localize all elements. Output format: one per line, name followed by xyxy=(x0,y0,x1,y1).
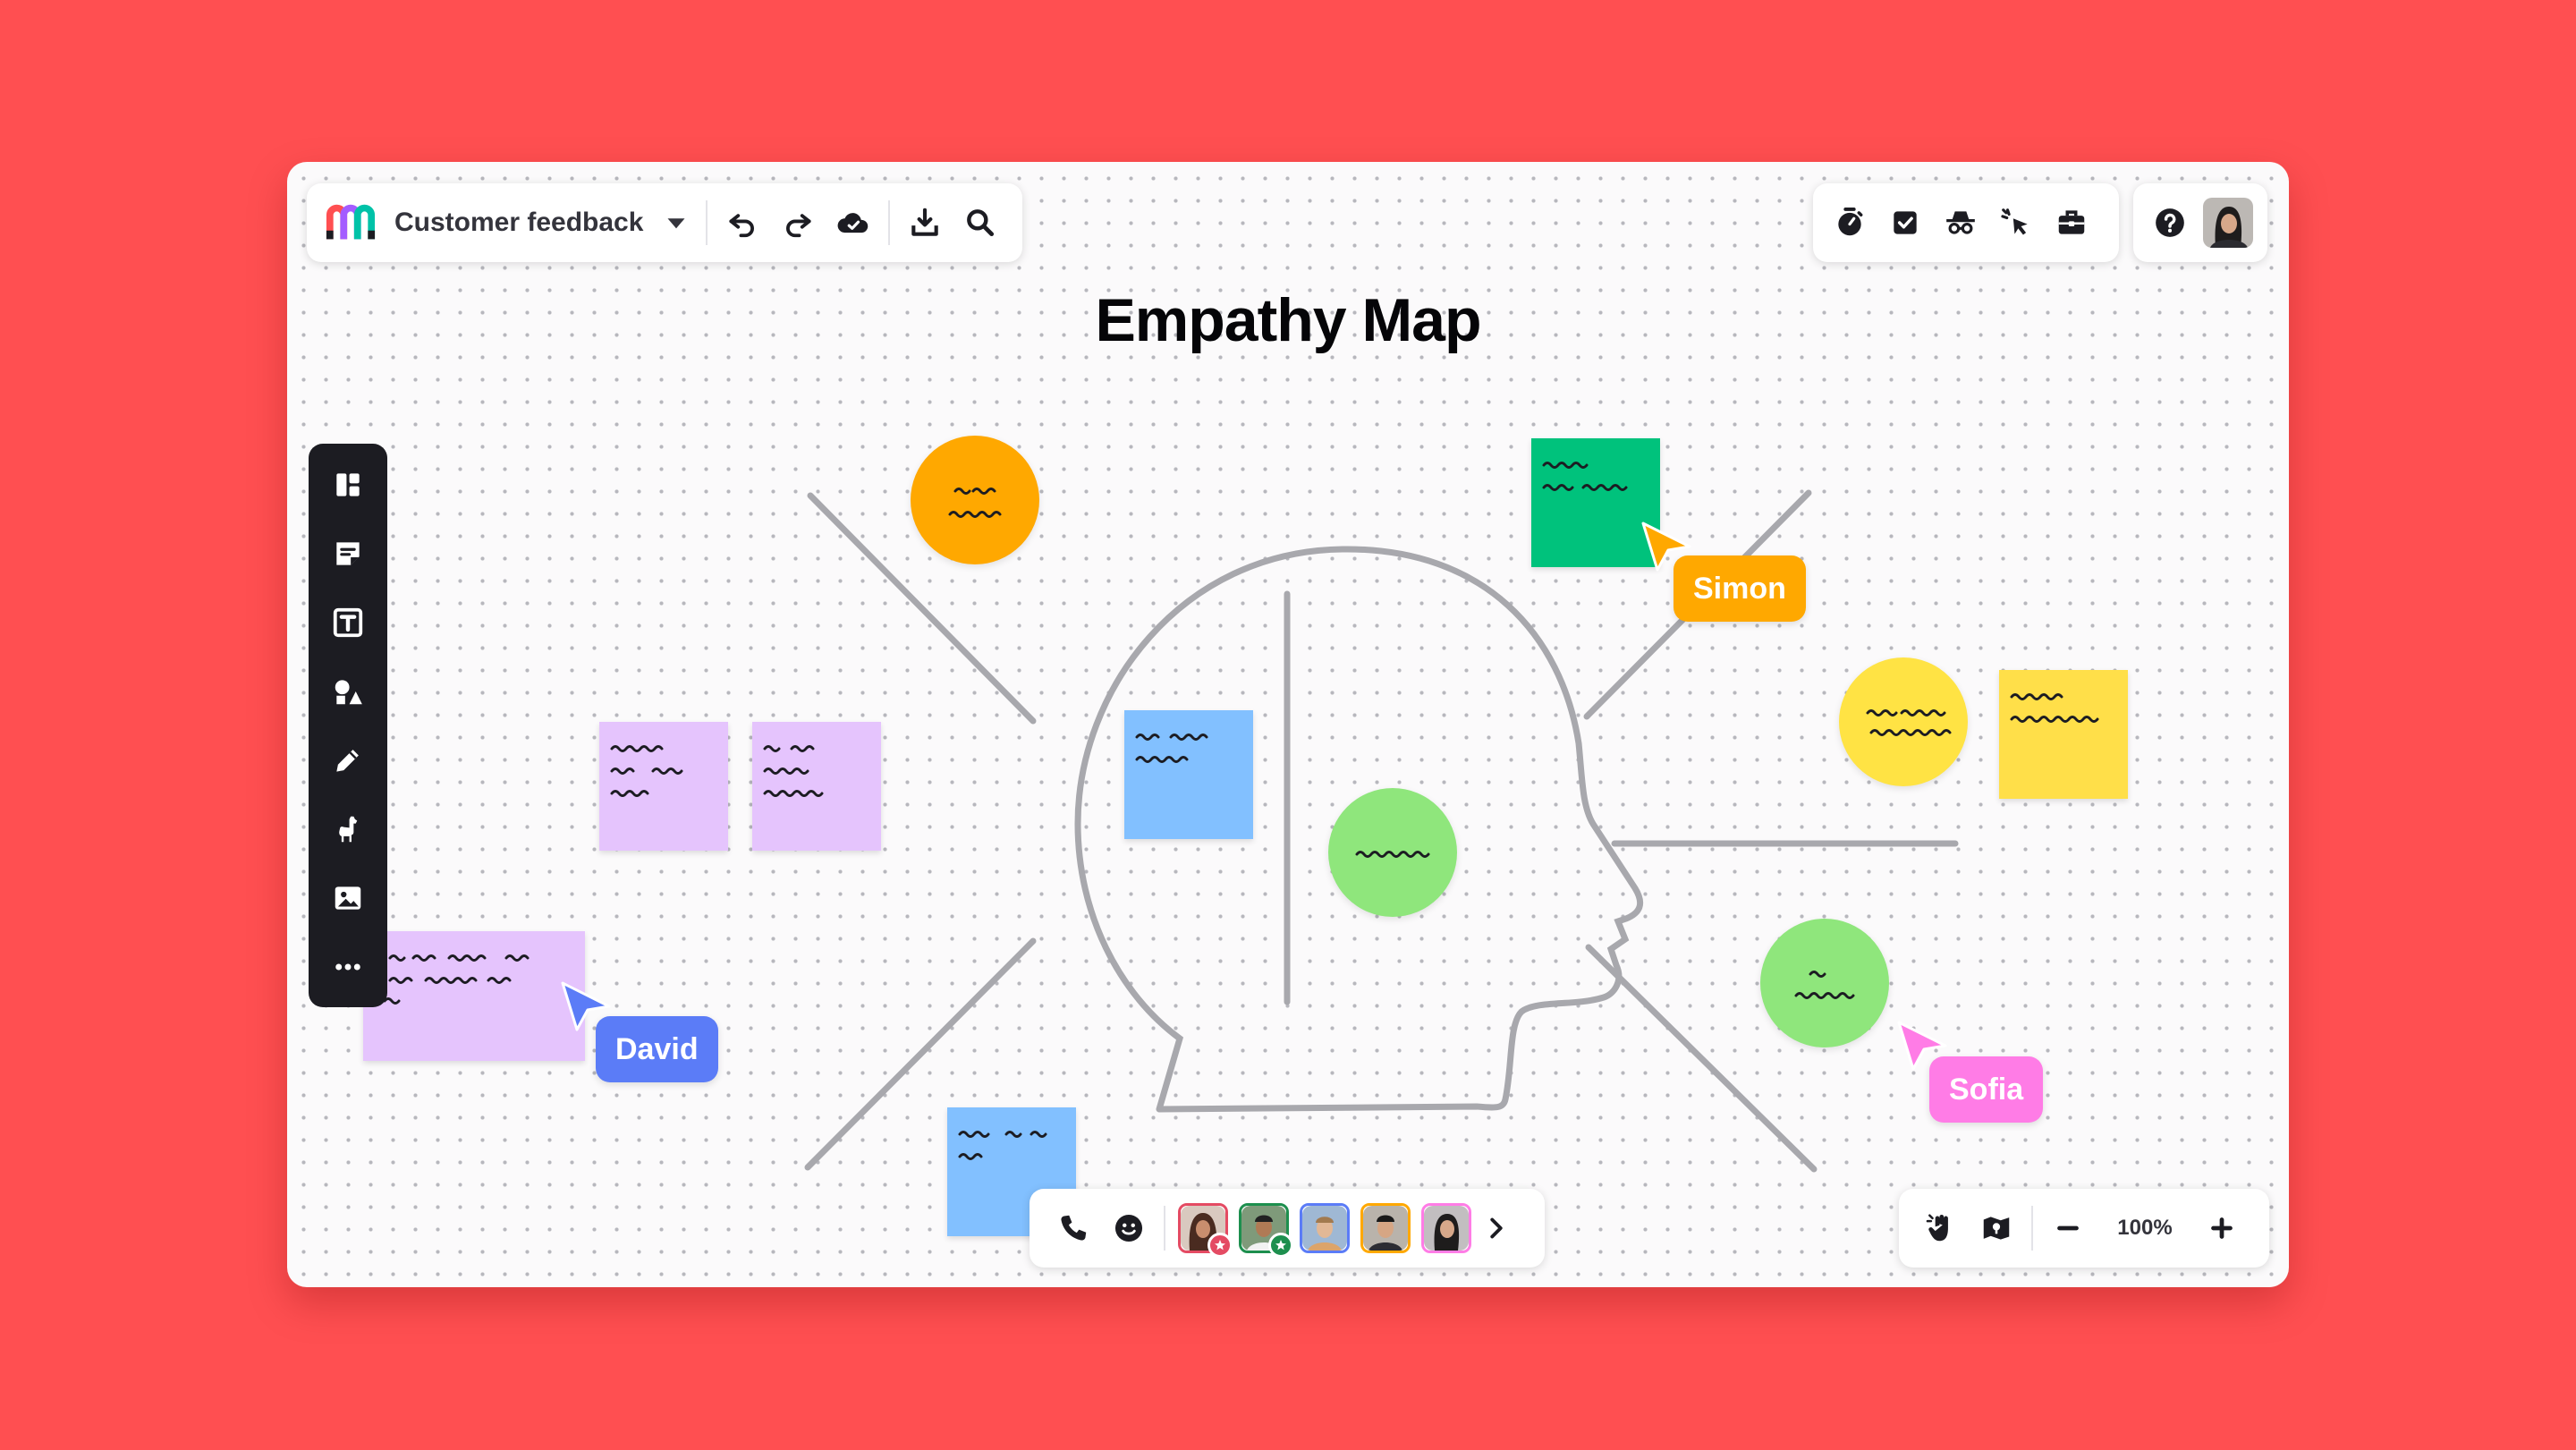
export-icon[interactable] xyxy=(897,195,953,250)
redo-icon[interactable] xyxy=(770,195,826,250)
text-icon[interactable] xyxy=(319,594,377,650)
collaboration-bar xyxy=(1030,1189,1545,1268)
cursor-label-simon: Simon xyxy=(1674,555,1806,622)
facilitation-toolbar xyxy=(1813,183,2119,262)
facilitator-star-icon xyxy=(1268,1233,1293,1258)
toolbox-icon[interactable] xyxy=(2044,195,2099,250)
creation-toolbar xyxy=(309,444,387,1007)
divider xyxy=(1164,1206,1165,1251)
phone-icon[interactable] xyxy=(1046,1200,1101,1256)
divider xyxy=(706,200,708,245)
circle-note-orange[interactable] xyxy=(911,436,1039,564)
board-toolbar: Customer feedback xyxy=(307,183,1022,262)
image-icon[interactable] xyxy=(319,869,377,926)
profile-avatar[interactable] xyxy=(2203,198,2253,248)
whiteboard-canvas[interactable]: Customer feedback xyxy=(287,162,2289,1287)
zoom-out-icon[interactable] xyxy=(2040,1200,2096,1256)
sticky-note-purple[interactable] xyxy=(363,931,585,1061)
sticky-note-blue[interactable] xyxy=(1124,710,1253,839)
help-icon[interactable] xyxy=(2142,195,2198,250)
search-icon[interactable] xyxy=(953,195,1008,250)
cursor-label-sofia: Sofia xyxy=(1929,1056,2044,1123)
navigation-bar: 100% xyxy=(1899,1189,2269,1268)
divider xyxy=(888,200,891,245)
collaborator-avatar[interactable] xyxy=(1239,1203,1293,1258)
voting-icon[interactable] xyxy=(1877,195,1933,250)
timer-icon[interactable] xyxy=(1822,195,1877,250)
dropdown-icon[interactable] xyxy=(654,195,699,250)
more-icon[interactable] xyxy=(319,938,377,995)
sticky-note-purple[interactable] xyxy=(752,722,881,851)
facilitator-star-icon xyxy=(1208,1233,1233,1258)
empathy-map-diagram xyxy=(804,489,1959,1173)
shapes-icon[interactable] xyxy=(319,663,377,719)
cloud-saved-icon[interactable] xyxy=(826,195,881,250)
sticky-note-icon[interactable] xyxy=(319,525,377,581)
circle-note-green[interactable] xyxy=(1328,788,1457,917)
hand-tool-icon[interactable] xyxy=(1913,1200,1969,1256)
templates-icon[interactable] xyxy=(319,456,377,513)
sticky-note-purple[interactable] xyxy=(599,722,728,851)
collaborator-avatar[interactable] xyxy=(1360,1203,1411,1253)
board-name[interactable]: Customer feedback xyxy=(394,208,644,237)
collaborator-avatar[interactable] xyxy=(1178,1203,1233,1258)
undo-icon[interactable] xyxy=(715,195,770,250)
circle-note-yellow[interactable] xyxy=(1839,657,1968,786)
collaborator-avatar[interactable] xyxy=(1421,1203,1471,1253)
mural-logo-icon[interactable] xyxy=(325,203,377,242)
pen-icon[interactable] xyxy=(319,732,377,788)
cursor-focus-icon[interactable] xyxy=(1988,195,2044,250)
canvas-title[interactable]: Empathy Map xyxy=(1095,286,1481,354)
sticky-note-yellow[interactable] xyxy=(1999,670,2128,799)
cursor-label-david: David xyxy=(596,1016,718,1082)
divider xyxy=(2031,1206,2033,1251)
llama-icon[interactable] xyxy=(319,801,377,857)
sticky-note-green[interactable] xyxy=(1531,438,1660,567)
zoom-in-icon[interactable] xyxy=(2194,1200,2250,1256)
incognito-icon[interactable] xyxy=(1933,195,1988,250)
cursor-arrow-david xyxy=(561,981,611,1031)
circle-note-green[interactable] xyxy=(1760,919,1889,1047)
chevron-right-icon[interactable] xyxy=(1477,1200,1516,1256)
collaborator-avatar[interactable] xyxy=(1300,1203,1350,1253)
cursor-arrow-sofia xyxy=(1897,1021,1947,1071)
map-outline-icon[interactable] xyxy=(1969,1200,2024,1256)
emoji-icon[interactable] xyxy=(1101,1200,1157,1256)
cursor-arrow-simon xyxy=(1641,521,1691,572)
zoom-level[interactable]: 100% xyxy=(2117,1216,2173,1240)
account-toolbar xyxy=(2133,183,2267,262)
